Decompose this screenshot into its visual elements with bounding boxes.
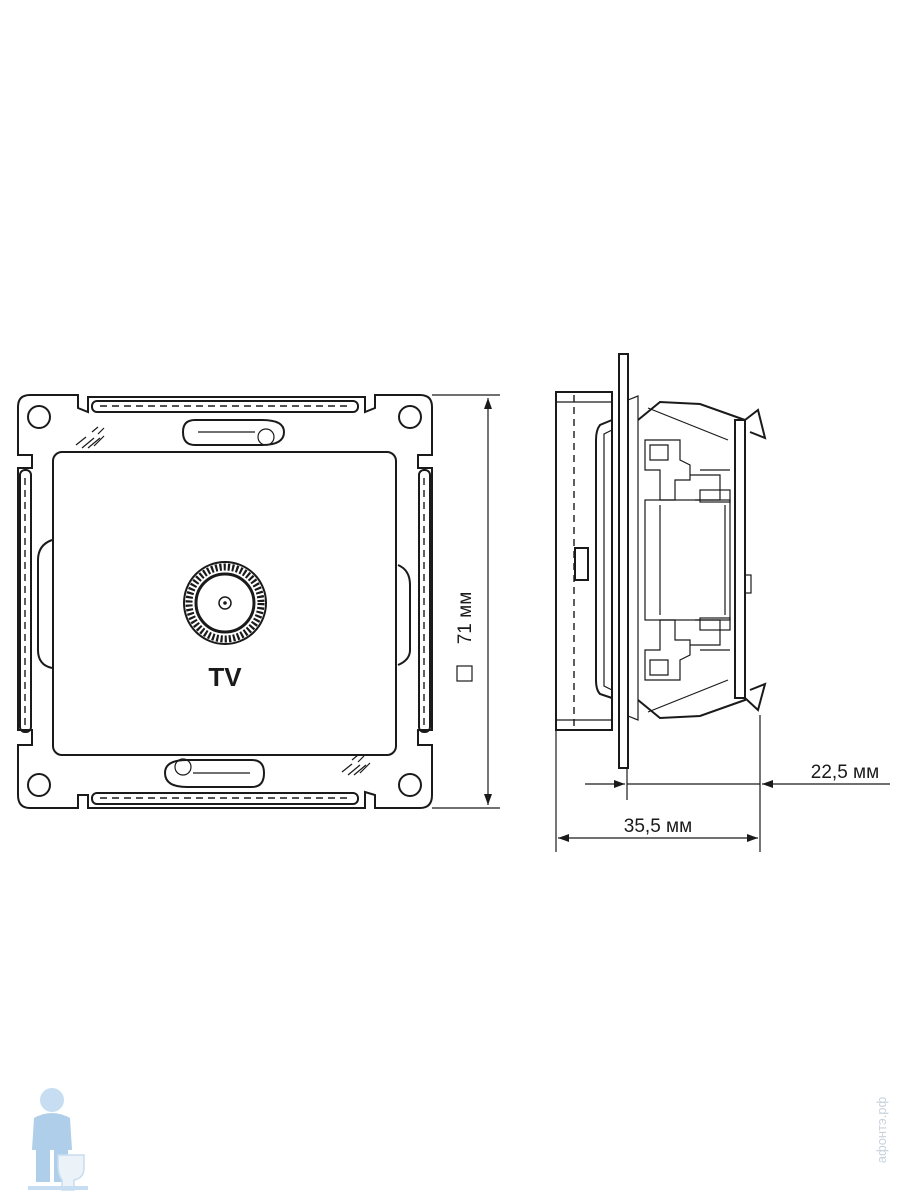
- left-slot-rail: [19, 469, 32, 733]
- back-plate: [734, 419, 746, 699]
- socket-label: TV: [208, 662, 242, 692]
- mounting-plate: [618, 353, 629, 769]
- side-view: [555, 353, 767, 769]
- top-screw-slot: [181, 419, 286, 446]
- hatch-mark-bottom-right: [341, 754, 371, 776]
- top-slot-rail: [91, 400, 359, 413]
- mount-depth-dimension: 22,5 мм: [585, 715, 890, 852]
- claw-top: [744, 408, 767, 440]
- cover-profile: [555, 391, 613, 731]
- side-dimension: 71 мм: [432, 394, 500, 809]
- contact-block-upper: [644, 439, 731, 503]
- claw-bottom: [744, 682, 767, 712]
- total-depth-label: 35,5 мм: [624, 816, 692, 837]
- coax-outer-ring: [183, 561, 267, 645]
- total-depth-dimension: 35,5 мм: [555, 730, 758, 852]
- right-latch: [397, 564, 411, 666]
- front-nub: [574, 547, 589, 581]
- corner-hole-tl: [27, 405, 51, 429]
- coax-connector: [183, 561, 267, 645]
- bottom-slot-rail: [91, 792, 359, 805]
- bottom-screw-slot: [163, 758, 266, 788]
- square-symbol: [456, 665, 473, 682]
- watermark-text: афонтэ.рф: [874, 1096, 889, 1163]
- hatch-mark-top-left: [75, 426, 105, 449]
- plumber-mascot-icon: [28, 1088, 88, 1191]
- corner-hole-bl: [27, 773, 51, 797]
- contact-block-lower: [644, 617, 731, 681]
- mount-depth-label: 22,5 мм: [811, 762, 879, 783]
- corner-hole-br: [398, 773, 422, 797]
- side-dimension-label: 71 мм: [455, 592, 476, 645]
- mounting-frame: [17, 394, 433, 809]
- left-latch: [37, 539, 53, 669]
- front-view: TV: [17, 394, 433, 809]
- mechanism-body: [637, 400, 746, 720]
- corner-hole-tr: [398, 405, 422, 429]
- right-slot-rail: [418, 469, 431, 733]
